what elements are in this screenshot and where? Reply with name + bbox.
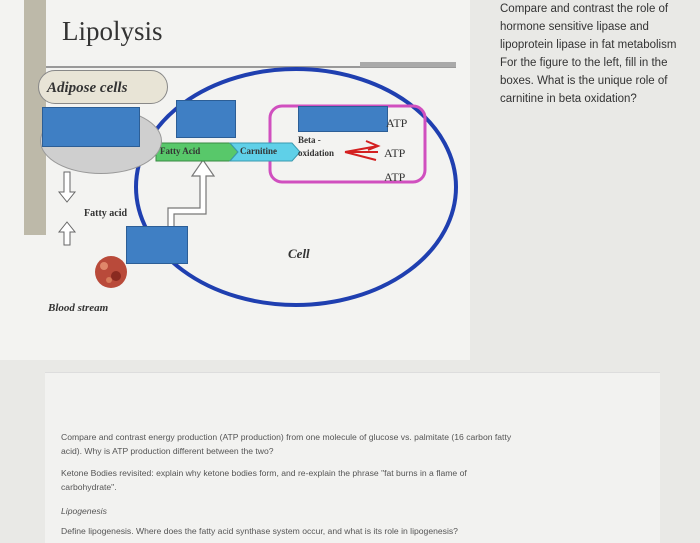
blood-cell [95,256,127,288]
fill-in-box-2[interactable] [176,100,236,138]
adipose-cells-label: Adipose cells [38,70,168,104]
beta-oxidation-line1: Beta - [298,135,321,145]
question-3-line-1: Define lipogenesis. Where does the fatty… [61,526,458,536]
cell-label: Cell [288,246,310,261]
transport-arrow [167,158,216,247]
carnitine-box-label: Carnitine [240,146,277,156]
question-2-line-2: carbohydrate". [61,482,117,492]
fill-in-box-1[interactable] [42,107,140,147]
slide-title: Lipolysis [62,16,163,46]
atp-label-2: ATP [384,146,406,160]
document-panel: Compare and contrast energy production (… [45,372,660,543]
title-divider-accent [360,62,456,67]
question-panel: Compare and contrast the role of hormone… [500,0,696,108]
cell-membrane [134,67,458,307]
question-line: lipoprotein lipase in fat metabolism [500,39,677,51]
question-line: For the figure to the left, fill in the [500,57,668,69]
carnitine-chevron [228,142,301,162]
blood-stream-label: Blood stream [48,302,109,314]
question-line: Compare and contrast the role of [500,3,669,15]
beta-oxidation-line2: oxidation [298,148,335,158]
question-1-line-2: acid). Why is ATP production different b… [61,446,274,456]
fill-in-box-3[interactable] [298,106,388,132]
question-line: boxes. What is the unique role of [500,75,668,87]
fatty-acid-box-label: Fatty Acid [160,146,201,156]
atp-label-1: ATP [386,116,408,130]
atp-label-3: ATP [384,170,406,184]
diagram-shapes [57,67,458,307]
section-heading: Lipogenesis [61,506,107,516]
fatty-acid-label: Fatty acid [84,208,128,219]
question-2-line-1: Ketone Bodies revisited: explain why ket… [61,468,467,478]
lecture-slide: Lipolysis Adipose cells Fatty Acid Carni… [0,0,470,360]
down-arrow [57,171,77,203]
question-1-line-1: Compare and contrast energy production (… [61,432,512,442]
up-arrow [57,221,77,246]
question-line: carnitine in beta oxidation? [500,93,637,105]
question-line: hormone sensitive lipase and [500,21,649,33]
title-divider [46,66,456,68]
fill-in-box-4[interactable] [126,226,188,264]
slide-left-bar [24,0,46,235]
